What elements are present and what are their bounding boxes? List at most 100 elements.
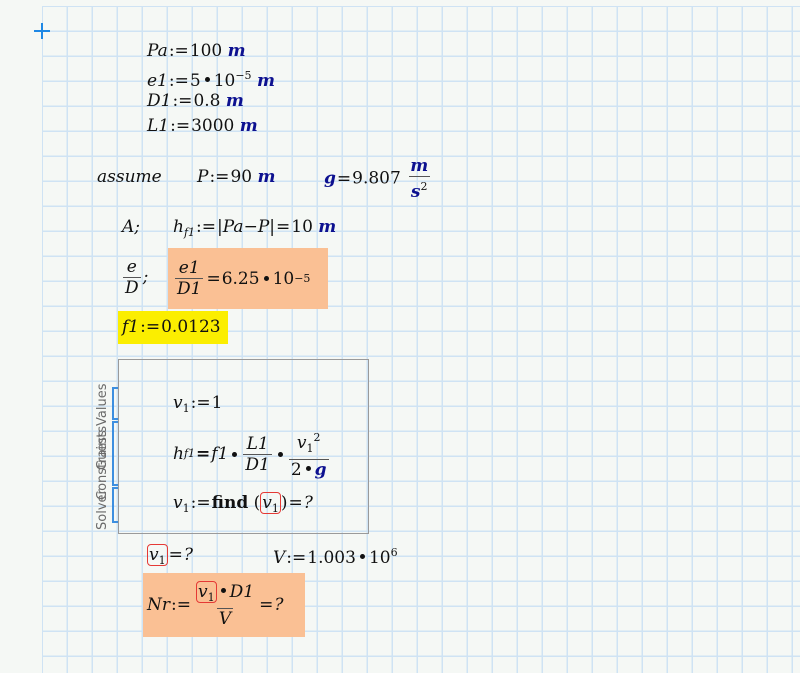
var-name: h [173,217,184,237]
assign-op: := [140,317,161,337]
unit: m [318,217,337,237]
frac-num-rest: D1 [229,581,255,602]
exponent: −5 [294,271,311,285]
result: ? [303,493,313,513]
frac-num: L1 [246,433,269,454]
result: 6.25 [221,268,260,289]
value: 1 [211,393,223,413]
subscript: 1 [207,590,215,604]
assume-label[interactable]: assume [97,167,162,187]
subscript: 1 [271,502,279,515]
multiply-dot-icon [263,276,269,281]
frac-den: D1 [175,278,204,299]
def-l1[interactable]: L1:=3000 m [147,116,258,136]
assign-op: := [196,217,217,237]
var-name: Pa [147,41,168,61]
assign-op: := [168,71,189,91]
frac-den: D [123,277,141,298]
exponent: 6 [390,546,398,559]
assign-op: := [168,41,189,61]
def-hf1[interactable]: hf1:=|Pa−P|=10 m [173,217,336,243]
var-name: h [173,444,184,464]
var-name: V [273,548,286,568]
solve-block[interactable] [118,359,369,534]
subscript: 1 [306,442,314,455]
def-f1[interactable]: f1:=0.0123 [118,311,228,344]
solver-label: Solver [95,489,110,530]
value: 90 [230,167,253,187]
value: 0.0123 [161,317,221,337]
frac-den: V [216,607,234,629]
eval-g[interactable]: g=9.807 m s2 [324,156,432,202]
error-highlight[interactable]: v1 [147,544,168,567]
separator: ; [142,267,149,287]
def-d1[interactable]: D1:=0.8 m [147,91,244,111]
unit-num: m [410,156,429,176]
coef: 2 [290,460,302,480]
eq-op: = [259,595,274,615]
guess-values-bracket[interactable] [112,387,118,420]
eq-op: = [168,545,183,565]
unit: m [257,167,276,187]
exp-base: 10 [368,548,391,568]
eq-op: = [276,217,291,237]
assign-op: := [170,116,191,136]
operand: f1 [211,444,229,464]
var-name: f1 [122,317,140,337]
operand: Pa [222,217,244,237]
assign-op: := [172,91,193,111]
var-name: v [173,493,183,513]
assign-op: := [171,595,191,615]
solver-find[interactable]: v1:=find (v1)=? [173,492,313,515]
result: ? [183,545,193,565]
error-highlight[interactable]: v1 [260,492,281,515]
frac-num: e1 [178,258,200,278]
multiply-dot-icon [204,77,210,82]
assign-op: := [209,167,230,187]
abs-bar: | [269,217,275,237]
unit-fraction: m s2 [408,156,430,202]
frac-den: D1 [243,453,272,475]
unit: m [225,91,244,111]
unit: m [239,116,258,136]
frac-num: v [296,433,307,453]
solver-bracket[interactable] [112,487,118,523]
abs-bar: | [217,217,223,237]
eq-op: = [288,493,303,513]
result: ? [274,595,284,615]
error-highlight[interactable]: v1 [196,580,217,604]
worksheet-grid[interactable] [42,6,800,673]
def-p[interactable]: P:=90 m [197,167,275,187]
subscript: 1 [182,502,190,515]
constraints-bracket[interactable] [112,421,118,486]
subscript: f1 [183,226,196,239]
assign-op: := [190,393,211,413]
def-pa[interactable]: Pa:=100 m [147,41,246,61]
value: 5 [189,71,201,91]
frac-num-var: v [198,581,208,602]
subscript: f1 [183,447,196,460]
unit: g [314,460,327,480]
var-name: D1 [147,91,172,111]
guess-v1[interactable]: v1:=1 [173,393,222,419]
multiply-dot-icon [277,451,283,457]
eval-v1[interactable]: v1=? [147,544,193,571]
exp-base: 10 [213,71,236,91]
multiply-dot-icon [305,466,311,471]
exponent: −5 [235,69,252,82]
eq-op: = [206,268,221,289]
unit-den: s [410,182,421,202]
value: 0.8 [193,91,221,111]
var-name: e1 [147,71,168,91]
multiply-dot-icon [232,451,238,457]
var-name: g [324,168,336,189]
value: 1.003 [307,548,356,568]
exponent: 2 [313,431,321,444]
label-a[interactable]: A; [122,217,141,237]
